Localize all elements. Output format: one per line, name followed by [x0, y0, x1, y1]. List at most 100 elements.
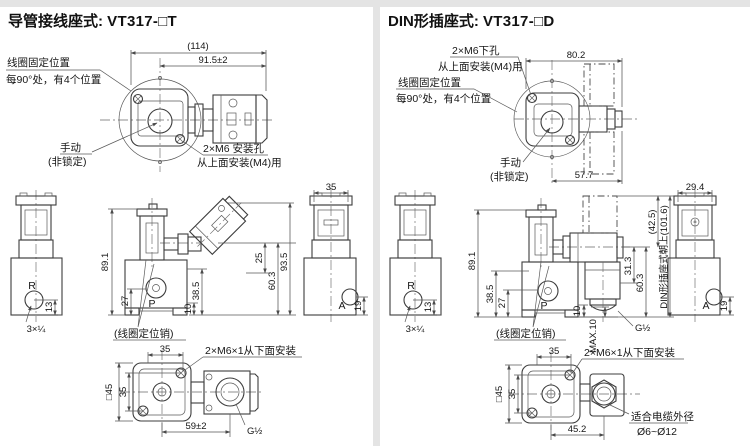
valve-body-side — [10, 257, 63, 316]
left-panel-drawing: (114) 91.5±2 线圈固定位置 每90°处，有4个位置 手动 (非锁定)… — [6, 41, 368, 437]
cable-gland-hex — [591, 379, 617, 409]
dim-93-5: 93.5 — [279, 253, 290, 272]
mounting-screw-icon — [564, 134, 576, 146]
dim-59: 59±2 — [185, 421, 206, 432]
right-side-view-a: A 29.4 19 — [667, 182, 734, 322]
right-title-model: VT317-□D — [483, 13, 555, 30]
right-bottom-view: 35 □45 35 45.2 2×M6×1从下面安装 适合电缆外径 Ø6~Ø12 — [494, 346, 694, 440]
manual-label-2: (非锁定) — [48, 155, 87, 168]
conduit-terminal-box-plan — [187, 94, 268, 144]
left-top-view: (114) 91.5±2 线圈固定位置 每90°处，有4个位置 手动 (非锁定)… — [6, 41, 282, 172]
manual-label-1: 手动 — [500, 156, 521, 169]
manual-label-2: (非锁定) — [490, 170, 529, 183]
p-port-circle — [537, 280, 559, 302]
dim-35: 35 — [326, 182, 337, 193]
coil-pin-label: (线圈定位销) — [496, 327, 556, 340]
right-front-view: P 89.1 38.5 — [467, 195, 674, 353]
panel-divider — [373, 0, 380, 446]
dim-38-5: 38.5 — [191, 282, 202, 301]
valve-body-front — [124, 259, 188, 309]
right-side-view-r: R 13 3×¼ — [389, 190, 442, 335]
dim-38-5: 38.5 — [485, 285, 496, 304]
dim-10: 10 — [183, 304, 194, 315]
dim-35-top: 35 — [549, 346, 560, 357]
dim-13: 13 — [423, 302, 434, 313]
conduit-terminal-45deg — [160, 195, 249, 256]
dim-10: 10 — [572, 306, 583, 317]
a-port-label: A — [702, 300, 709, 312]
dim-89-1: 89.1 — [467, 252, 478, 271]
coil-rotation-envelope-circle — [513, 80, 591, 158]
coil-fix-label-1: 线圈固定位置 — [7, 56, 70, 69]
dim-overall-width: (114) — [187, 41, 208, 52]
dim-35-side: 35 — [507, 389, 518, 400]
valve-body-side — [303, 257, 357, 316]
cable-od-label-2: Ø6~Ø12 — [637, 426, 677, 438]
dim-42-5: (42.5) — [647, 210, 658, 235]
din-connector-alt-position — [582, 195, 618, 234]
dim-91-5: 91.5±2 — [199, 55, 228, 66]
dim-35-side: 35 — [118, 387, 129, 398]
coil-pin-label: (线圈定位销) — [114, 327, 174, 340]
left-front-view: P 89.1 27 — [100, 195, 296, 341]
din-connector-front — [549, 195, 630, 322]
coil-rotation-envelope-circle — [118, 78, 202, 162]
dim-19: 19 — [353, 301, 364, 312]
dim-31-3: 31.3 — [623, 257, 634, 276]
left-bottom-view: 35 □45 35 59±2 G½ 2×M6×1从下面安装 — [104, 344, 302, 437]
dim-60-3: 60.3 — [267, 272, 278, 291]
coil-fix-label-1: 线圈固定位置 — [398, 76, 461, 89]
manual-override-circle — [540, 110, 564, 134]
cable-od-label-1: 适合电缆外径 — [631, 410, 694, 423]
dim-19: 19 — [719, 301, 730, 312]
conduit-block-bottom — [203, 370, 251, 415]
mount-hole-label-1: 2×M6下孔 — [452, 44, 500, 57]
coil-fix-label-2: 每90°处，有4个位置 — [396, 92, 491, 105]
dim-89-1: 89.1 — [100, 253, 111, 272]
bottom-mount-label: 2×M6×1从下面安装 — [205, 344, 297, 357]
dim-27: 27 — [497, 298, 508, 309]
g-half-label: G½ — [635, 323, 650, 334]
dim-27: 27 — [120, 296, 131, 307]
ports-thread-label: 3×¼ — [27, 324, 47, 335]
cable-entry-block-bottom — [589, 373, 625, 417]
right-top-view: 80.2 57.7 2×M6下孔 从上面安装(M4)用 线圈固定位置 每90°处… — [396, 44, 640, 184]
left-title-text: 导管接线座式: — [8, 13, 108, 30]
p-port-circle — [145, 277, 167, 299]
manual-override-circle — [147, 108, 173, 134]
dim-square-45: □45 — [104, 384, 115, 400]
dim-45-2: 45.2 — [568, 424, 587, 435]
p-port-label: P — [540, 300, 547, 312]
dim-35-top: 35 — [160, 344, 171, 355]
din-up-note: DIN形插座式朝上(101.6) — [658, 205, 670, 308]
left-side-view-a: A 35 19 — [303, 182, 368, 322]
g-half-port-circle — [215, 377, 245, 407]
mounting-screw-icon — [526, 92, 538, 104]
din-connector-plan — [578, 63, 623, 175]
dim-max-10: MAX.10 — [588, 319, 599, 353]
right-title-text: DIN形插座式: — [388, 13, 483, 30]
mounting-screw-icon — [174, 133, 186, 145]
mount-hole-label-2: 从上面安装(M4)用 — [197, 156, 282, 169]
left-side-view-r: R 13 3×¼ — [10, 190, 63, 335]
right-panel-drawing: 80.2 57.7 2×M6下孔 从上面安装(M4)用 线圈固定位置 每90°处… — [389, 44, 734, 440]
left-title-model: VT317-□T — [107, 13, 177, 30]
g-half-label: G½ — [247, 426, 262, 437]
valve-body-side — [667, 257, 721, 316]
left-panel-title: 导管接线座式: VT317-□T — [8, 10, 177, 31]
dim-60-3: 60.3 — [635, 274, 646, 293]
dim-57-7: 57.7 — [575, 170, 594, 181]
ports-thread-label: 3×¼ — [406, 324, 426, 335]
coil-fix-label-2: 每90°处，有4个位置 — [6, 73, 101, 86]
mounting-screw-icon — [132, 93, 144, 105]
r-port-label: R — [407, 280, 415, 292]
dim-13: 13 — [44, 302, 55, 313]
dim-80-2: 80.2 — [567, 50, 586, 61]
right-panel-title: DIN形插座式: VT317-□D — [388, 10, 554, 31]
dim-25: 25 — [254, 253, 265, 264]
valve-body-front — [521, 261, 579, 311]
valve-body-side — [389, 257, 442, 316]
a-port-label: A — [338, 300, 345, 312]
manual-label-1: 手动 — [60, 141, 81, 154]
